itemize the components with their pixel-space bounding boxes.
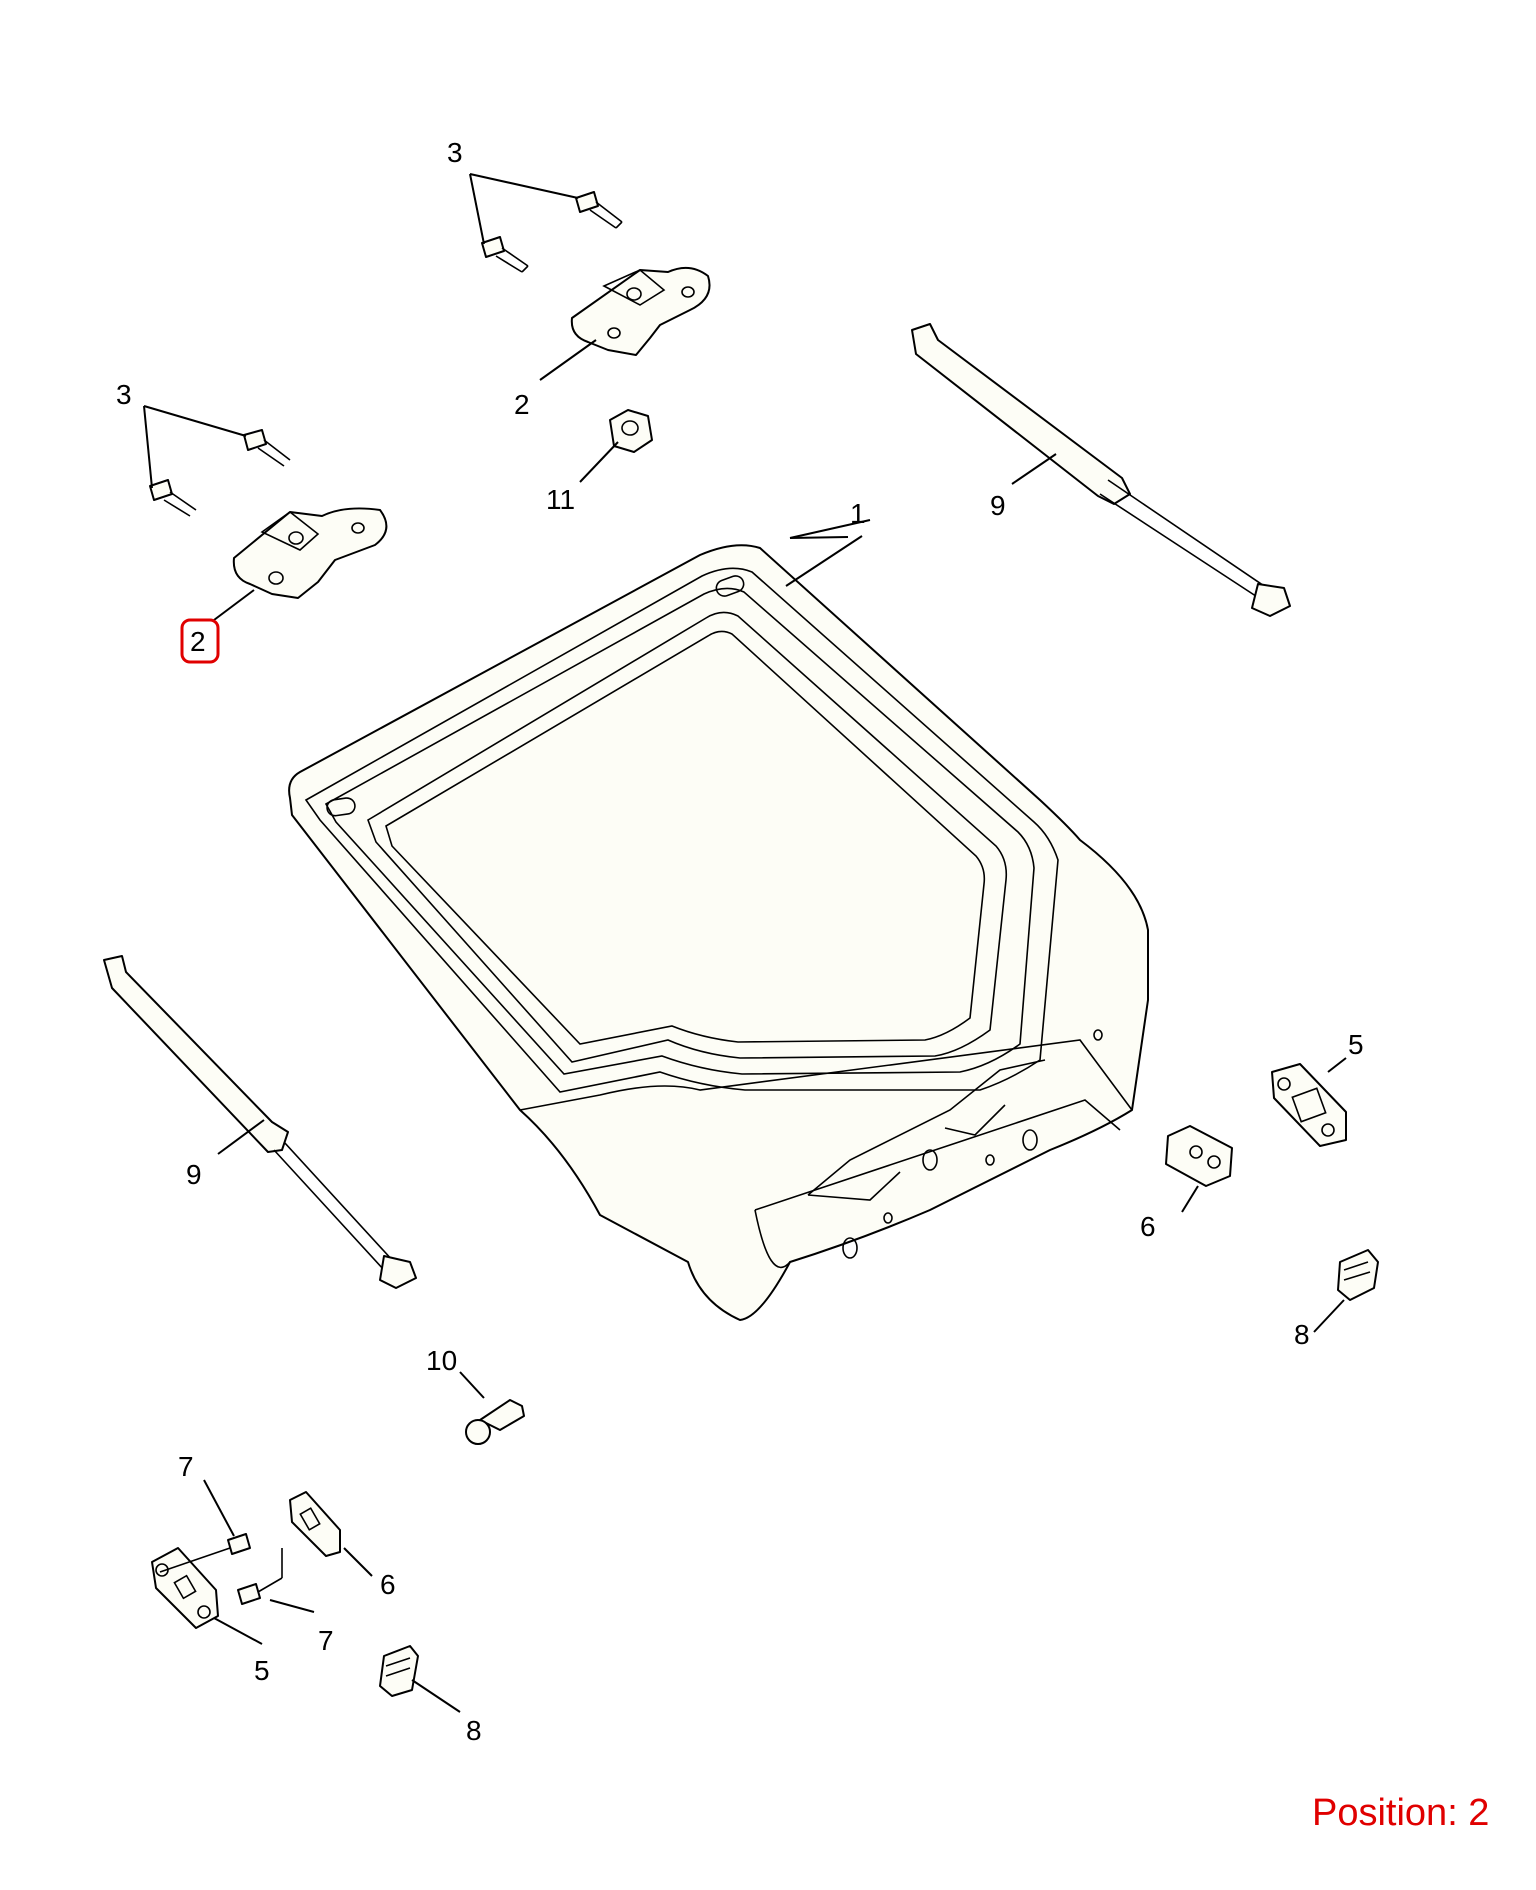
label-tailgate: 1 bbox=[850, 498, 866, 529]
label-bumper-left: 6 bbox=[380, 1569, 396, 1600]
label-bumper-right: 6 bbox=[1140, 1211, 1156, 1242]
upper-hinge-bolt-b[interactable] bbox=[481, 236, 529, 273]
striker-left[interactable] bbox=[151, 1547, 219, 1629]
upper-hinge[interactable] bbox=[570, 266, 711, 356]
bolt-7-lower[interactable] bbox=[237, 1548, 283, 1605]
label-striker-right: 5 bbox=[1348, 1029, 1364, 1060]
label-strut-right: 9 bbox=[990, 490, 1006, 521]
label-strut-left: 9 bbox=[186, 1159, 202, 1190]
label-nut: 11 bbox=[546, 484, 575, 515]
stop-left[interactable] bbox=[379, 1645, 419, 1697]
lower-hinge[interactable] bbox=[232, 507, 388, 599]
label-bolt-upper: 3 bbox=[447, 137, 463, 168]
lower-hinge-bolt-b[interactable] bbox=[149, 479, 197, 517]
label-hinge-upper: 2 bbox=[514, 389, 530, 420]
gas-strut-right[interactable] bbox=[911, 323, 1291, 617]
bumper-left[interactable] bbox=[289, 1491, 341, 1557]
label-clip: 10 bbox=[426, 1345, 457, 1376]
upper-hinge-bolt-a[interactable] bbox=[575, 191, 623, 229]
highlight-frame bbox=[180, 618, 220, 664]
label-stop-left: 8 bbox=[466, 1715, 482, 1746]
label-bolt7-upper: 7 bbox=[178, 1451, 194, 1482]
striker-right[interactable] bbox=[1271, 1063, 1347, 1147]
lower-hinge-bolt-a[interactable] bbox=[243, 429, 291, 467]
gas-strut-left[interactable] bbox=[103, 955, 417, 1289]
stop-right[interactable] bbox=[1337, 1249, 1379, 1301]
bolt-7-upper[interactable] bbox=[159, 1533, 251, 1573]
tailgate-panel[interactable] bbox=[288, 544, 1149, 1321]
bumper-right[interactable] bbox=[1165, 1125, 1233, 1187]
label-hinge-lower: 2 bbox=[190, 626, 206, 657]
label-bolt-lower: 3 bbox=[116, 379, 132, 410]
clip[interactable] bbox=[465, 1399, 525, 1445]
label-bolt7-lower: 7 bbox=[318, 1625, 334, 1656]
label-striker-left: 5 bbox=[254, 1655, 270, 1686]
label-stop-right: 8 bbox=[1294, 1319, 1310, 1350]
hinge-nut[interactable] bbox=[609, 409, 653, 453]
position-caption: Position: 2 bbox=[1312, 1792, 1489, 1834]
leader-lines bbox=[143, 173, 1347, 1713]
